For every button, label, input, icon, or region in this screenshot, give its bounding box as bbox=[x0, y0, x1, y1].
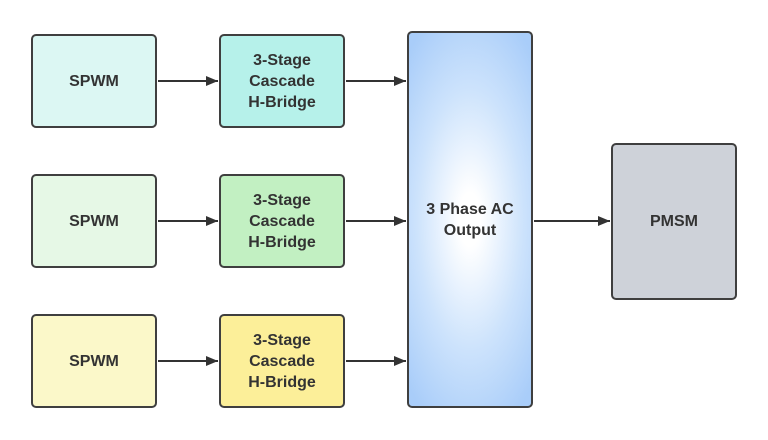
pmsm-label: PMSM bbox=[650, 213, 698, 230]
spwm-block-1: SPWM bbox=[31, 34, 157, 128]
hbridge-block-1: 3-Stage Cascade H-Bridge bbox=[219, 34, 345, 128]
hbridge-block-2-label: 3-Stage Cascade H-Bridge bbox=[248, 191, 316, 251]
hbridge-block-2: 3-Stage Cascade H-Bridge bbox=[219, 174, 345, 268]
hbridge-block-3: 3-Stage Cascade H-Bridge bbox=[219, 314, 345, 408]
spwm-block-2: SPWM bbox=[31, 174, 157, 268]
ac-output-block: 3 Phase AC Output bbox=[407, 31, 533, 408]
pmsm-block: PMSM bbox=[611, 143, 737, 300]
ac-output-label: 3 Phase AC Output bbox=[426, 200, 514, 239]
spwm-block-3: SPWM bbox=[31, 314, 157, 408]
spwm-block-2-label: SPWM bbox=[69, 212, 119, 230]
spwm-block-1-label: SPWM bbox=[69, 72, 119, 90]
hbridge-block-3-label: 3-Stage Cascade H-Bridge bbox=[248, 331, 316, 391]
hbridge-block-1-label: 3-Stage Cascade H-Bridge bbox=[248, 51, 316, 111]
spwm-block-3-label: SPWM bbox=[69, 352, 119, 370]
